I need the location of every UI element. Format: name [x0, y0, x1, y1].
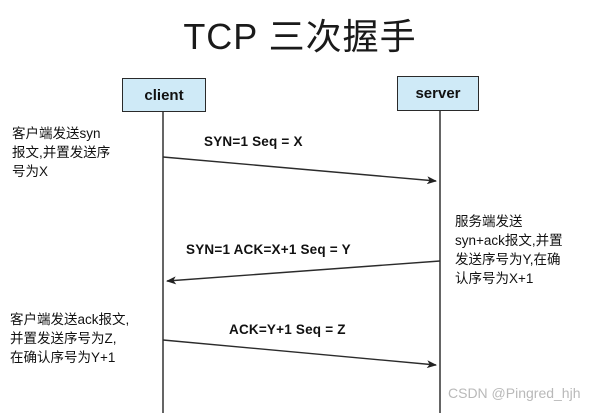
note-server-syn-ack: 服务端发送 syn+ack报文,并置 发送序号为Y,在确 认序号为X+1 — [455, 212, 597, 288]
note-client-syn-line2: 报文,并置发送序 — [12, 145, 111, 160]
note-client-syn-line3: 号为X — [12, 164, 49, 179]
note-server-syn-ack-line4: 认序号为X+1 — [455, 271, 534, 286]
note-server-syn-ack-line1: 服务端发送 — [455, 214, 523, 229]
message-label-syn-ack: SYN=1 ACK=X+1 Seq = Y — [186, 242, 351, 257]
note-server-syn-ack-line2: syn+ack报文,并置 — [455, 233, 563, 248]
node-client-label: client — [144, 86, 184, 104]
note-client-syn-line1: 客户端发送syn — [12, 126, 101, 141]
page-title: TCP 三次握手 — [183, 16, 417, 57]
note-client-ack-line1: 客户端发送ack报文, — [10, 312, 130, 327]
message-arrow-syn — [162, 156, 437, 185]
message-arrow-syn-ack — [166, 260, 441, 285]
node-server[interactable]: server — [397, 76, 479, 111]
node-server-label: server — [415, 85, 461, 102]
note-client-ack-line3: 在确认序号为Y+1 — [10, 350, 116, 365]
note-client-ack: 客户端发送ack报文, 并置发送序号为Z, 在确认序号为Y+1 — [10, 310, 170, 367]
message-arrow-ack — [162, 339, 437, 369]
message-label-ack: ACK=Y+1 Seq = Z — [229, 322, 346, 337]
node-client[interactable]: client — [122, 78, 206, 112]
note-server-syn-ack-line3: 发送序号为Y,在确 — [455, 252, 561, 267]
note-client-ack-line2: 并置发送序号为Z, — [10, 331, 117, 346]
message-label-syn: SYN=1 Seq = X — [204, 134, 303, 149]
watermark: CSDN @Pingred_hjh — [448, 385, 581, 401]
note-client-syn: 客户端发送syn 报文,并置发送序 号为X — [12, 124, 162, 181]
